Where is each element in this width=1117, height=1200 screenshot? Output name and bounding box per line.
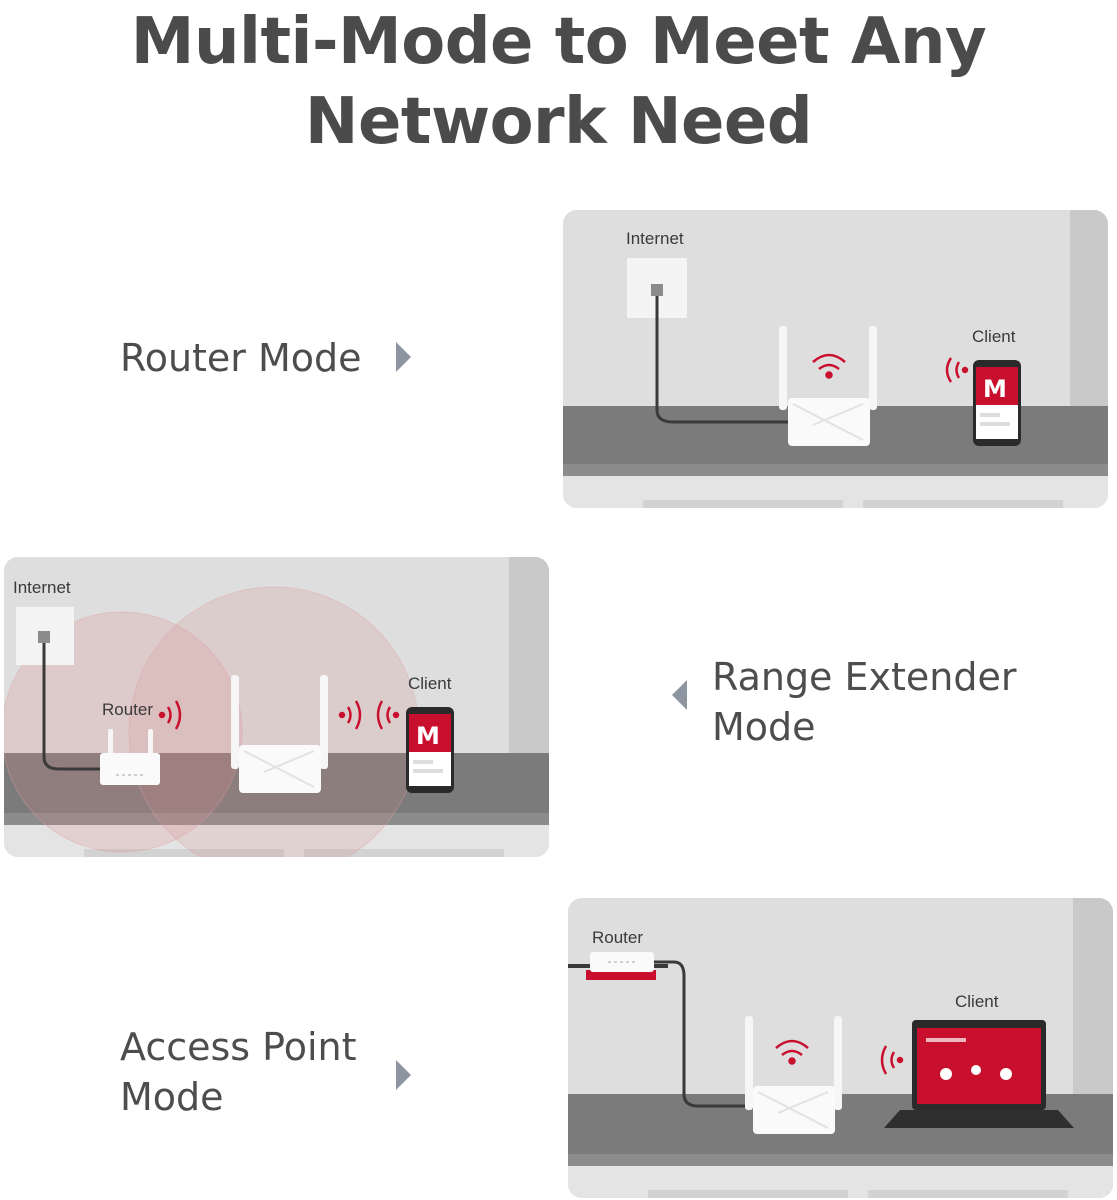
wifi-router-icon bbox=[231, 675, 328, 793]
internet-label: Internet bbox=[626, 229, 684, 248]
wifi-router-icon bbox=[100, 729, 160, 785]
svg-text:M: M bbox=[983, 375, 1007, 403]
router-mode-label: Router Mode bbox=[120, 336, 362, 380]
client-label: Client bbox=[408, 674, 452, 693]
smartphone-icon: M bbox=[406, 707, 454, 793]
router-label: Router bbox=[102, 700, 153, 719]
title-line-2: Network Need bbox=[304, 85, 813, 159]
router-mode-illustration: Client Internet M bbox=[563, 210, 1108, 508]
chevron-right-icon bbox=[396, 1060, 411, 1090]
client-label: Client bbox=[955, 992, 999, 1011]
wifi-signal-icon bbox=[775, 1039, 809, 1065]
range-extender-mode-label: Range Extender Mode bbox=[712, 655, 1017, 749]
wall-socket-icon bbox=[16, 607, 74, 665]
access-point-mode-illustration: Router Client bbox=[568, 898, 1113, 1198]
page-title: Multi-Mode to Meet Any Network Need bbox=[0, 0, 1117, 162]
chevron-right-icon bbox=[396, 342, 411, 372]
wifi-signal-icon bbox=[812, 353, 846, 379]
chevron-left-icon bbox=[672, 680, 687, 710]
smartphone-icon: M bbox=[973, 360, 1021, 446]
router-label: Router bbox=[592, 928, 643, 947]
svg-text:M: M bbox=[416, 722, 440, 750]
range-extender-illustration: Internet Router bbox=[4, 557, 549, 857]
wifi-router-icon bbox=[745, 1016, 842, 1134]
access-point-mode-label: Access Point Mode bbox=[120, 1025, 357, 1119]
wifi-router-icon bbox=[590, 952, 654, 972]
internet-label: Internet bbox=[13, 578, 71, 597]
client-label: Client bbox=[972, 327, 1016, 346]
wifi-router-icon bbox=[779, 326, 877, 446]
laptop-icon bbox=[884, 1020, 1074, 1128]
title-line-1: Multi-Mode to Meet Any bbox=[130, 5, 987, 79]
